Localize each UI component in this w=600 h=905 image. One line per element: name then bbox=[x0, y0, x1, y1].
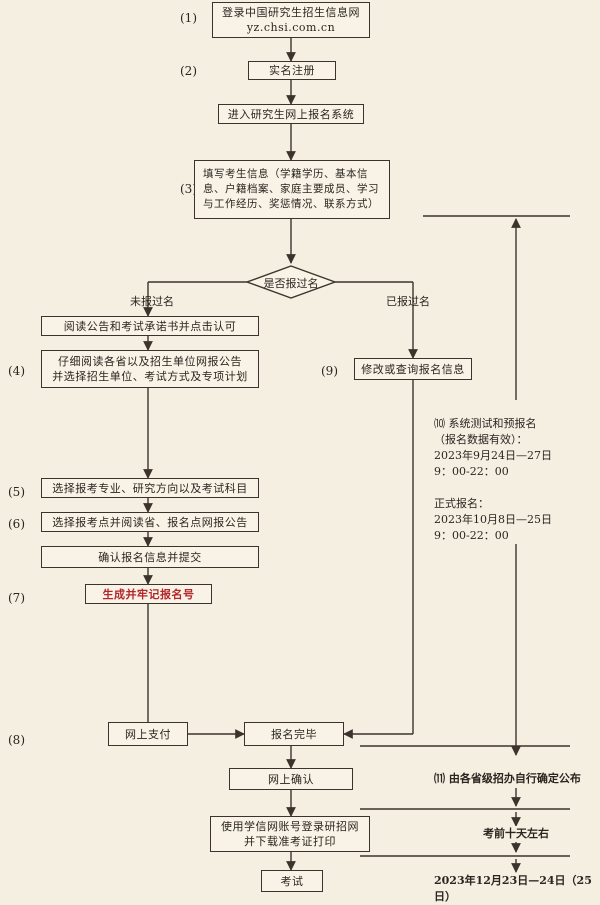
exam-box: 考试 bbox=[261, 870, 323, 892]
confirm-submit-box: 确认报名信息并提交 bbox=[41, 546, 259, 568]
step-number-1: (1) bbox=[180, 11, 197, 25]
select-major-box: 选择报考专业、研究方向以及考试科目 bbox=[41, 478, 259, 498]
step-number-8: (8) bbox=[8, 733, 25, 747]
modify-query-box: 修改或查询报名信息 bbox=[354, 358, 472, 380]
login-site-box: 登录中国研究生招生信息网 yz.chsi.com.cn bbox=[212, 2, 370, 38]
branch-registered-label: 已报过名 bbox=[386, 295, 430, 308]
online-payment-box: 网上支付 bbox=[108, 722, 188, 746]
read-notice-box: 阅读公告和考试承诺书并点击认可 bbox=[41, 316, 259, 336]
fill-info-box: 填写考生信息（学籍学历、基本信 息、户籍档案、家庭主要成员、学习 与工作经历、奖… bbox=[194, 160, 390, 219]
provincial-announcement-note: ⑾ 由各省级招办自行确定公布 bbox=[434, 771, 581, 787]
step-number-2: (2) bbox=[180, 64, 197, 78]
real-name-register-box: 实名注册 bbox=[248, 61, 336, 80]
enter-system-box: 进入研究生网上报名系统 bbox=[218, 104, 364, 124]
step-number-6: (6) bbox=[8, 517, 25, 531]
exam-date-note: 2023年12月23日—24日（25日） bbox=[432, 873, 600, 905]
decision-label: 是否报过名 bbox=[263, 277, 319, 290]
step-number-4: (4) bbox=[8, 364, 25, 378]
step-number-5: (5) bbox=[8, 485, 25, 499]
branch-not-registered-label: 未报过名 bbox=[130, 295, 174, 308]
registration-period-note: ⑽ 系统测试和预报名 （报名数据有效）： 2023年9月24日—27日 9：00… bbox=[434, 416, 594, 544]
registration-complete-box: 报名完毕 bbox=[244, 722, 344, 746]
generate-reg-number-box: 生成并牢记报名号 bbox=[85, 584, 212, 604]
read-unit-notice-box: 仔细阅读各省以及招生单位网报公告 并选择招生单位、考试方式及专项计划 bbox=[41, 350, 259, 388]
ten-days-before-note: 考前十天左右 bbox=[481, 826, 551, 842]
step-number-7: (7) bbox=[8, 591, 25, 605]
print-admission-box: 使用学信网账号登录研招网 并下载准考证打印 bbox=[210, 816, 370, 852]
step-number-3: (3) bbox=[180, 182, 197, 196]
online-confirmation-box: 网上确认 bbox=[229, 768, 353, 790]
step-number-9: (9) bbox=[321, 364, 338, 378]
select-exam-site-box: 选择报考点并阅读省、报名点网报公告 bbox=[41, 512, 259, 532]
